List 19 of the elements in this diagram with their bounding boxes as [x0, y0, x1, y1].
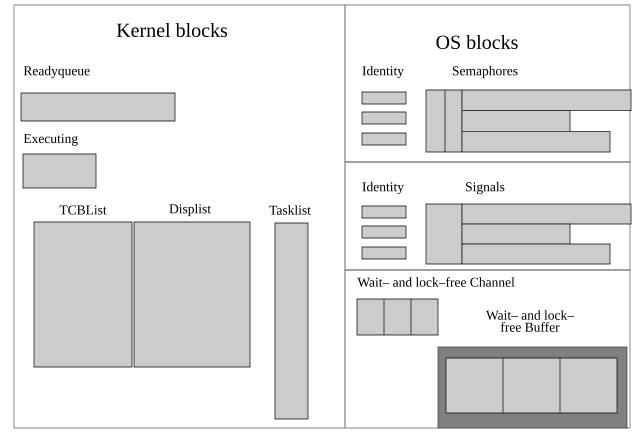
box-heading: Readyqueue: [24, 66, 90, 78]
identity-box: [362, 226, 406, 238]
box-heading: Displist: [169, 204, 211, 216]
table-heading: Signals: [466, 182, 504, 194]
panel-title: OS blocks: [436, 34, 518, 50]
box-heading: Executing: [24, 134, 78, 146]
identity-box: [362, 206, 406, 218]
identity-box: [362, 246, 406, 260]
identity-label: Identity: [362, 66, 404, 78]
panel-title: Kernel blocks: [116, 22, 228, 38]
buffer-heading: Wait– and lock–free Buffer: [486, 310, 574, 332]
box-heading: TCBList: [60, 205, 107, 215]
table-heading: Semaphores: [452, 66, 518, 78]
identity-box: [362, 132, 406, 146]
identity-label: Identity: [362, 182, 404, 194]
identity-box: [362, 112, 406, 124]
box-heading: Tasklist: [269, 205, 311, 215]
channel-heading: Wait– and lock–free Channel: [357, 277, 515, 287]
identity-box: [362, 92, 406, 104]
